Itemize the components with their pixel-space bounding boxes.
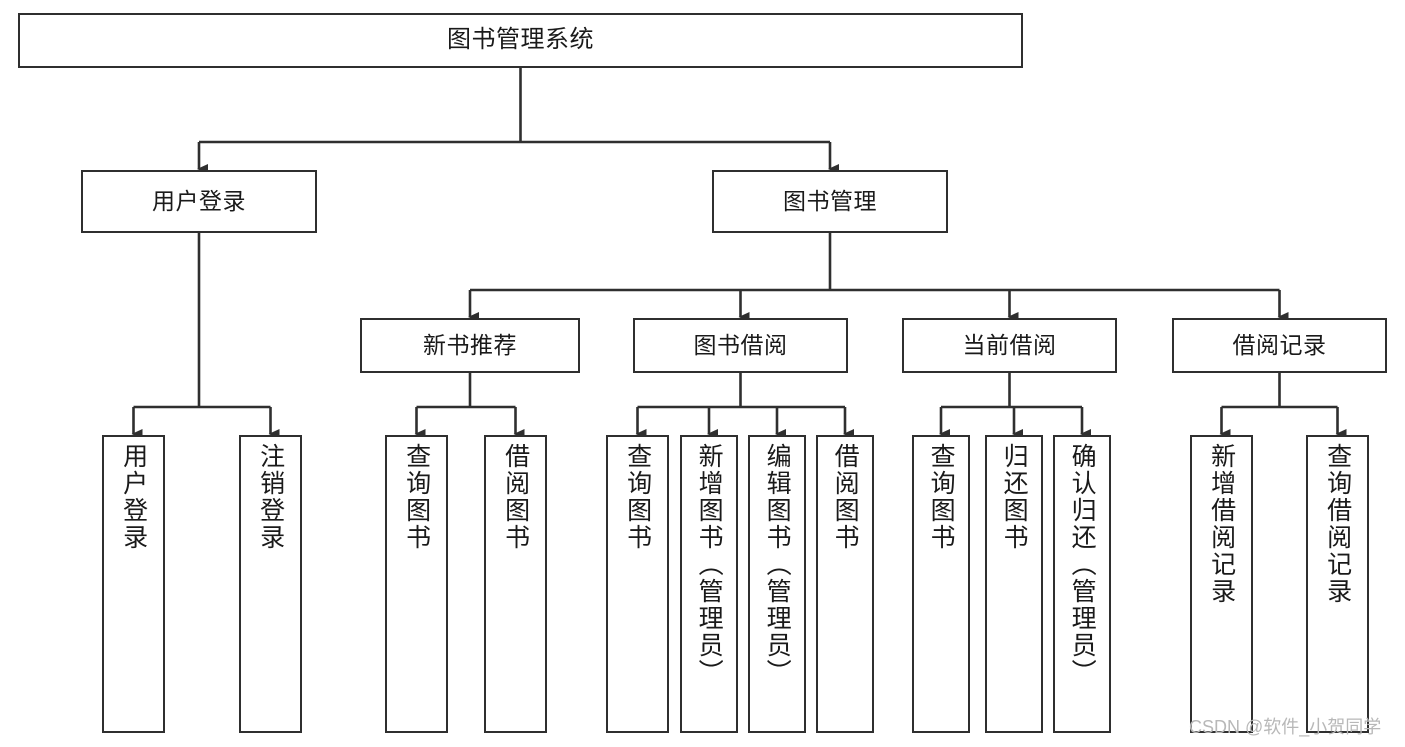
node-label: 图书管理系统 bbox=[447, 26, 594, 54]
node-label: 确认归还（管理员） bbox=[1068, 443, 1097, 686]
node-leaf-query-book-borrow[interactable]: 查询图书 bbox=[606, 435, 669, 733]
node-leaf-query-book-recommend[interactable]: 查询图书 bbox=[385, 435, 448, 733]
node-new-book-recommend[interactable]: 新书推荐 bbox=[360, 318, 580, 373]
node-label: 编辑图书（管理员） bbox=[763, 443, 792, 686]
node-leaf-user-login[interactable]: 用户登录 bbox=[102, 435, 165, 733]
node-leaf-query-borrow-record[interactable]: 查询借阅记录 bbox=[1306, 435, 1369, 733]
node-leaf-borrow-book[interactable]: 借阅图书 bbox=[816, 435, 874, 733]
node-label: 新增借阅记录 bbox=[1207, 443, 1236, 605]
node-label: 查询借阅记录 bbox=[1323, 443, 1352, 605]
node-label: 图书管理 bbox=[783, 187, 877, 214]
node-root[interactable]: 图书管理系统 bbox=[18, 13, 1023, 68]
node-label: 借阅图书 bbox=[831, 443, 860, 551]
node-leaf-edit-book-admin[interactable]: 编辑图书（管理员） bbox=[748, 435, 806, 733]
node-book-management[interactable]: 图书管理 bbox=[712, 170, 948, 233]
node-label: 当前借阅 bbox=[962, 331, 1057, 358]
node-borrow-record[interactable]: 借阅记录 bbox=[1172, 318, 1387, 373]
node-label: 新书推荐 bbox=[423, 331, 517, 358]
node-label: 借阅记录 bbox=[1232, 331, 1327, 358]
node-label: 图书借阅 bbox=[693, 331, 788, 358]
node-label: 注销登录 bbox=[256, 443, 285, 551]
node-leaf-confirm-return-admin[interactable]: 确认归还（管理员） bbox=[1053, 435, 1111, 733]
node-label: 归还图书 bbox=[1000, 443, 1029, 551]
node-label: 用户登录 bbox=[119, 443, 148, 551]
node-current-borrow[interactable]: 当前借阅 bbox=[902, 318, 1117, 373]
node-leaf-add-book-admin[interactable]: 新增图书（管理员） bbox=[680, 435, 738, 733]
node-leaf-add-borrow-record[interactable]: 新增借阅记录 bbox=[1190, 435, 1253, 733]
node-user-login[interactable]: 用户登录 bbox=[81, 170, 317, 233]
node-label: 查询图书 bbox=[402, 443, 431, 551]
node-book-borrow[interactable]: 图书借阅 bbox=[633, 318, 848, 373]
node-label: 查询图书 bbox=[927, 443, 956, 551]
csdn-watermark: CSDN @软件_小贺同学 bbox=[1189, 717, 1382, 737]
node-leaf-borrow-book-recommend[interactable]: 借阅图书 bbox=[484, 435, 547, 733]
node-label: 用户登录 bbox=[152, 187, 246, 214]
node-leaf-user-logout[interactable]: 注销登录 bbox=[239, 435, 302, 733]
node-label: 查询图书 bbox=[623, 443, 652, 551]
node-label: 新增图书（管理员） bbox=[695, 443, 724, 686]
node-label: 借阅图书 bbox=[501, 443, 530, 551]
node-leaf-return-book[interactable]: 归还图书 bbox=[985, 435, 1043, 733]
node-leaf-query-book-current[interactable]: 查询图书 bbox=[912, 435, 970, 733]
